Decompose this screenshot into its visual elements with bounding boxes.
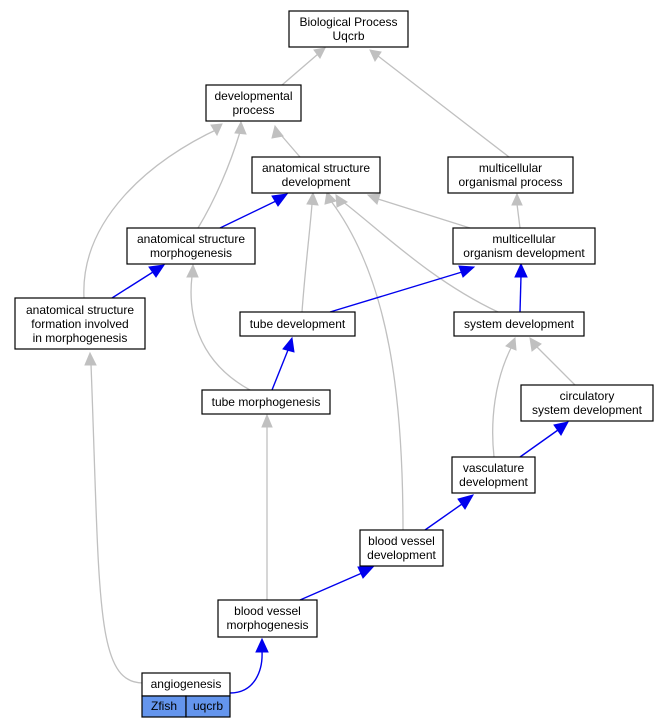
edge-tubemorph-to-asm: [190, 275, 251, 391]
arrowhead-blue: [271, 193, 289, 207]
arrowhead-blue: [255, 637, 269, 653]
node-label-line: anatomical structure: [26, 303, 134, 317]
node-label-line: anatomical structure: [262, 161, 370, 175]
node-label-line: multicellular: [479, 161, 542, 175]
arrowhead-blue: [458, 265, 476, 278]
edge-mod-to-asd: [377, 198, 471, 229]
arrowhead-grey: [366, 193, 381, 205]
arrowhead-blue: [553, 421, 569, 436]
arrowhead-grey: [306, 191, 319, 206]
edge-tubedev-to-asd: [301, 203, 313, 313]
edge-dev-to-bp: [281, 53, 319, 86]
tag-zfish-label: Zfish: [151, 699, 177, 713]
edge-tubedev-to-mod: [329, 271, 463, 313]
edge-mod-to-mop: [516, 203, 521, 229]
node-label-line: system development: [464, 317, 575, 331]
node-label-line: process: [232, 103, 274, 117]
arrowhead-grey: [324, 190, 337, 205]
edge-asf-to-asm: [111, 271, 154, 299]
edge-asm-to-dev: [197, 131, 241, 229]
node-multicellular-organism-development[interactable]: multicellular organism development: [452, 227, 596, 265]
edge-bvd-to-asd: [330, 200, 404, 531]
node-label-line: angiogenesis: [151, 677, 222, 691]
node-system-development[interactable]: system development: [453, 311, 585, 337]
node-anatomical-structure-formation[interactable]: anatomical structure formation involved …: [14, 297, 146, 350]
node-label-line: tube morphogenesis: [212, 395, 321, 409]
node-label-line: development: [459, 475, 528, 489]
node-blood-vessel-morphogenesis[interactable]: blood vessel morphogenesis: [217, 599, 318, 638]
arrowhead-grey: [186, 263, 199, 278]
arrowhead-grey: [271, 124, 284, 139]
node-anatomical-structure-development[interactable]: anatomical structure development: [251, 156, 381, 194]
edge-sysdev-to-asd: [341, 200, 499, 313]
node-label-line: morphogenesis: [226, 618, 308, 632]
edge-mop-to-bp: [377, 55, 510, 158]
node-label-line: morphogenesis: [150, 246, 232, 260]
node-label-line: development: [282, 175, 351, 189]
node-label-line: Biological Process: [299, 15, 397, 29]
arrowhead-blue: [457, 494, 475, 510]
node-blood-vessel-development[interactable]: blood vessel development: [359, 529, 444, 567]
edge-angio-to-asf: [90, 363, 144, 684]
edge-vasc-to-circ: [519, 429, 559, 458]
node-label-line: development: [367, 548, 436, 562]
node-label-line: multicellular: [492, 232, 555, 246]
arrowhead-grey: [511, 192, 523, 206]
node-label-line: Uqcrb: [332, 29, 364, 43]
arrowhead-grey: [210, 123, 223, 137]
edge-tubemorph-to-tubedev: [271, 349, 289, 391]
node-multicellular-organismal-process[interactable]: multicellular organismal process: [447, 156, 574, 194]
arrowhead-grey: [369, 49, 382, 63]
arrowhead-grey: [234, 120, 247, 135]
edge-bvd-to-vasc: [424, 503, 463, 531]
arrowhead-blue: [282, 336, 295, 353]
node-label-line: circulatory: [560, 389, 615, 403]
node-angiogenesis[interactable]: angiogenesis Zfish uqcrb: [141, 672, 231, 718]
node-label-line: formation involved: [31, 317, 128, 331]
edge-angio-to-bvm: [229, 650, 263, 694]
node-label-line: organismal process: [458, 175, 562, 189]
node-label-line: organism development: [463, 246, 585, 260]
arrowhead-grey: [261, 413, 273, 428]
node-vasculature-development[interactable]: vasculature development: [451, 456, 536, 494]
edges: [83, 53, 576, 694]
arrowhead-grey: [335, 194, 349, 208]
node-tube-development[interactable]: tube development: [239, 311, 356, 337]
node-anatomical-structure-morphogenesis[interactable]: anatomical structure morphogenesis: [126, 227, 256, 265]
arrow-heads: [84, 47, 569, 653]
node-tube-morphogenesis[interactable]: tube morphogenesis: [201, 389, 331, 415]
edge-circ-to-sysdev: [536, 346, 576, 386]
arrowhead-grey: [505, 336, 517, 351]
edge-asm-to-asd: [219, 200, 277, 229]
node-label-line: in morphogenesis: [33, 331, 128, 345]
node-biological-process[interactable]: Biological Process Uqcrb: [288, 10, 409, 48]
arrowhead-grey: [529, 337, 542, 352]
edge-bvm-to-bvd: [299, 572, 363, 601]
tag-uqcrb: [185, 695, 231, 718]
node-label-line: anatomical structure: [137, 232, 245, 246]
edge-vasc-to-sysdev: [492, 347, 512, 458]
node-label-line: system development: [532, 403, 643, 417]
edge-sysdev-to-mod: [519, 275, 522, 313]
node-label-line: blood vessel: [368, 534, 435, 548]
node-circulatory-system-development[interactable]: circulatory system development: [520, 384, 654, 422]
node-label-line: developmental: [214, 89, 292, 103]
arrowhead-grey: [84, 351, 97, 366]
arrowhead-grey: [313, 47, 326, 59]
node-developmental-process[interactable]: developmental process: [205, 84, 302, 122]
node-label-line: vasculature: [463, 461, 525, 475]
arrowhead-blue: [357, 566, 375, 579]
edge-asf-to-dev: [83, 127, 221, 299]
edge-asd-to-dev: [280, 134, 301, 158]
arrowhead-blue: [148, 264, 166, 278]
tag-uqcrb-label: uqcrb: [193, 699, 223, 713]
node-label-line: tube development: [250, 317, 346, 331]
arrowhead-blue: [514, 262, 528, 278]
node-label-line: blood vessel: [234, 604, 301, 618]
